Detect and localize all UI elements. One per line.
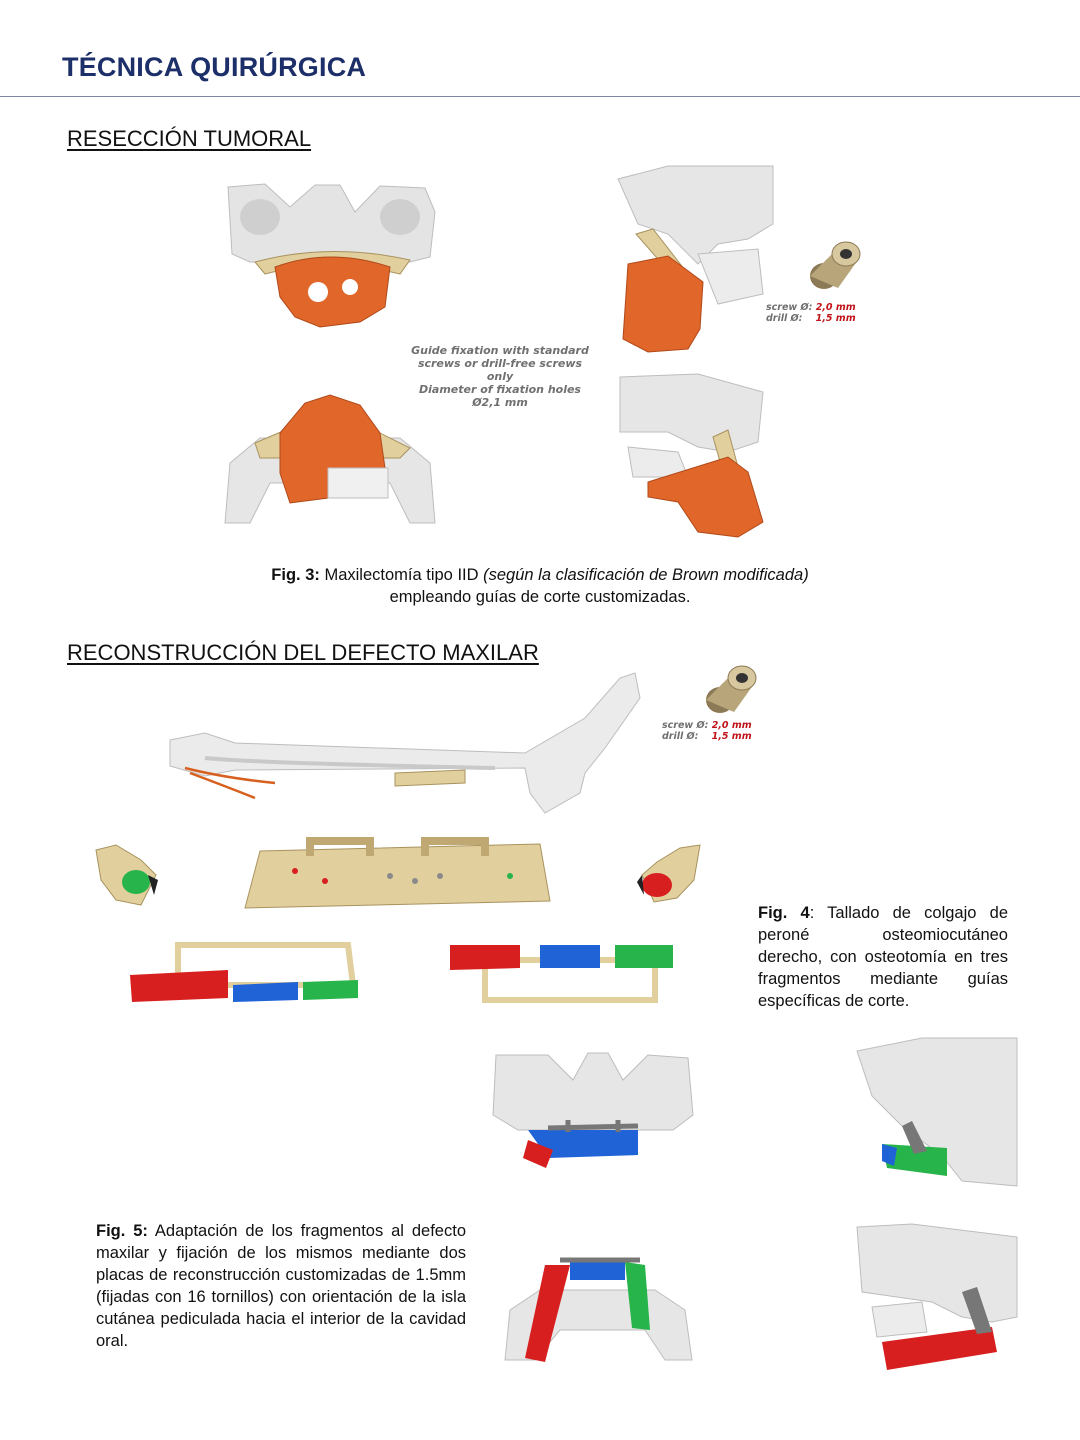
maxilla-oblique-view-image <box>619 373 764 538</box>
reconstruction-front-view-image <box>492 1052 694 1168</box>
fig4-caption: Fig. 4: Tallado de colgajo de peroné ost… <box>758 904 1008 1010</box>
reconstruction-palatal-view-image <box>504 1257 693 1362</box>
guide-fixation-note: Guide fixation with standard screws or d… <box>411 344 589 409</box>
drill-spec-1: screw Ø: 2,0 mm drill Ø: 1,5 mm <box>766 302 856 324</box>
guides-with-fragments-left-image <box>130 942 358 1002</box>
section-title-resection: RESECCIÓN TUMORAL <box>67 126 312 151</box>
fibula-cross-section-green-image <box>95 844 158 906</box>
screw-cylinder-icon <box>810 241 861 289</box>
header-divider <box>0 96 1080 97</box>
page-title: TÉCNICA QUIRÚRGICA <box>62 52 367 82</box>
fibula-leg-image <box>169 672 641 814</box>
fibula-cutting-guide-image <box>244 837 551 909</box>
fig3-caption: Fig. 3: Maxilectomía tipo IID (según la … <box>271 566 809 606</box>
maxilla-front-view-image <box>227 183 436 328</box>
maxilla-lateral-view-image <box>617 165 774 353</box>
guides-with-fragments-right-image <box>450 945 673 1003</box>
reconstruction-lateral-view-image <box>856 1037 1018 1187</box>
maxilla-palatal-view-image <box>224 394 436 524</box>
reconstruction-oblique-view-image <box>856 1223 1018 1370</box>
fig5-caption: Fig. 5: Adaptación de los fragmentos al … <box>96 1222 466 1350</box>
drill-spec-2: screw Ø: 2,0 mm drill Ø: 1,5 mm <box>662 720 752 742</box>
screw-cylinder-icon <box>706 665 757 713</box>
fibula-cross-section-red-image <box>637 844 701 903</box>
section-title-reconstruction: RECONSTRUCCIÓN DEL DEFECTO MAXILAR <box>67 640 539 665</box>
